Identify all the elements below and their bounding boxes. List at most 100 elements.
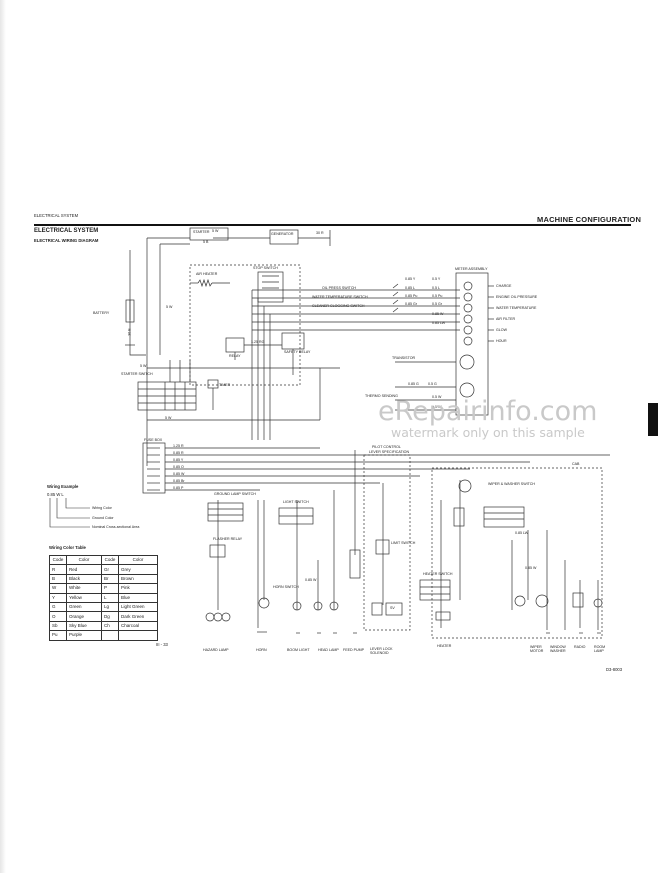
meter-label-charge: CHARGE xyxy=(496,284,512,288)
color-table-title: Wiring Color Table xyxy=(49,545,86,550)
meter-label-air: AIR FILTER xyxy=(496,317,516,321)
hazard-lamp-label: HAZARD LAMP xyxy=(203,648,229,652)
wire-label: 0.85 O xyxy=(173,465,184,469)
wire-label: 0.85 G xyxy=(408,382,419,386)
wiring-example-title: Wiring Example xyxy=(47,484,79,489)
table-cell: Red xyxy=(66,564,102,575)
table-cell: Purple xyxy=(66,630,102,641)
table-header-cell: Color xyxy=(118,554,158,566)
light-switch-label: LIGHT SWITCH xyxy=(283,500,309,504)
table-cell xyxy=(118,630,158,641)
feed-pump-label: FEED PUMP xyxy=(343,648,364,652)
air-heater-label: AIR HEATER xyxy=(196,272,218,276)
heater-switch-label: HEATER SWITCH xyxy=(423,572,453,576)
table-cell: Yellow xyxy=(66,592,102,603)
table-cell: Orange xyxy=(66,611,102,622)
page-shadow xyxy=(0,0,6,873)
wiper-washer-switch-label: WIPER & WASHER SWITCH xyxy=(488,482,535,486)
head-lamp-label: HEAD LAMP xyxy=(318,648,339,652)
window-washer-label: WINDOW WASHER xyxy=(550,645,566,653)
wire-label: 0.85 LW xyxy=(432,321,446,325)
table-cell: Ch xyxy=(101,620,119,632)
section-title: MACHINE CONFIGURATION xyxy=(537,215,642,224)
wire-label: 0.5 Pu xyxy=(432,294,443,298)
wire-label: 30 R xyxy=(316,231,324,235)
meter-label-glow: GLOW xyxy=(496,328,507,332)
wire-label: 0.85 W xyxy=(173,472,185,476)
meter-label-oil: ENGINE OIL PRESSURE xyxy=(496,295,538,299)
wire-label: 5 B xyxy=(203,240,209,244)
wire-label: 0.85 LW xyxy=(515,531,529,535)
ground-color-legend: Ground Color xyxy=(92,516,114,520)
safety-relay-label: SAFETY RELAY xyxy=(284,350,311,354)
table-row: O Orange Dg Dark Green xyxy=(49,611,158,622)
room-lamp-label: ROOM LAMP xyxy=(594,645,606,653)
table-cell xyxy=(101,630,119,641)
meter-label-hour: HOUR xyxy=(496,339,507,343)
page-number: III - 33 xyxy=(156,642,168,647)
wire-label: 0.85 Y xyxy=(173,458,184,462)
stop-switch-label: STOP SWITCH xyxy=(253,266,278,270)
meter-assembly-label: METER ASSEMBLY xyxy=(455,267,488,271)
table-cell: Sky Blue xyxy=(66,620,102,632)
table-row: W White P Pink xyxy=(49,583,158,594)
starter-label: STARTER xyxy=(193,230,210,234)
wire-label: 0.5 L xyxy=(432,286,440,290)
wire-label: 0.5 G xyxy=(428,382,437,386)
top-left-heading: ELECTRICAL SYSTEM xyxy=(34,213,79,218)
battery-label: BATTERY xyxy=(93,311,110,315)
wire-label: 0.85 Pu xyxy=(405,294,418,298)
transistor-label: TRANSISTOR xyxy=(392,356,416,360)
lever-spec-label: LEVER SPECIFICATION xyxy=(369,450,410,454)
wiring-color-legend: Wiring Color xyxy=(92,506,112,510)
pilot-control-label: PILOT CONTROL xyxy=(372,445,401,449)
watermark-site: eRepairinfo.com xyxy=(378,396,598,427)
oil-press-switch-label: OIL PRESS SWITCH xyxy=(322,286,357,290)
table-cell: Blue xyxy=(118,592,158,603)
meter-label-water: WATER TEMPERATURE xyxy=(496,306,537,310)
horn-switch-label: HORN SWITCH xyxy=(273,585,299,589)
radio-label: RADIO xyxy=(574,645,586,649)
wire-label: 5 W xyxy=(140,364,147,368)
document-code: D3-8003 xyxy=(606,667,623,672)
diagram-title: ELECTRICAL WIRING DIAGRAM xyxy=(34,238,99,243)
table-cell: R xyxy=(49,564,67,575)
wire-label: 1.25 R xyxy=(173,444,184,448)
wire-label: 30 B xyxy=(127,328,132,336)
table-row: Sb Sky Blue Ch Charcoal xyxy=(49,620,158,632)
table-cell: Green xyxy=(66,601,102,613)
table-row: Pu Purple xyxy=(49,630,158,641)
limit-switch-label: LIMIT SWITCH xyxy=(391,541,416,545)
table-cell: White xyxy=(66,583,102,594)
heater-label: HEATER xyxy=(437,644,452,648)
cab-label: CAB xyxy=(572,462,580,466)
table-cell: Gr xyxy=(101,564,119,575)
table-cell: Br xyxy=(101,573,119,585)
table-cell: O xyxy=(49,611,67,622)
wire-label: 0.85 Br xyxy=(173,479,185,483)
table-cell: G xyxy=(49,601,67,613)
nominal-area-legend: Nominal Cross-sectional Area xyxy=(92,525,140,529)
table-cell: L xyxy=(101,592,119,603)
table-cell: Black xyxy=(66,573,102,585)
table-cell: Y xyxy=(49,592,67,603)
boom-light-label: BOOM LIGHT xyxy=(287,648,310,652)
cleaner-clogging-switch-label: CLEANER CLOGGING SWITCH xyxy=(312,304,365,308)
table-row: G Green Lg Light Green xyxy=(49,601,158,613)
timer-label: TIMER xyxy=(219,383,231,387)
table-cell: Dg xyxy=(101,611,119,622)
thermo-sending-label: THERMO SENDING xyxy=(365,394,398,398)
table-row: B Black Br Brown xyxy=(49,573,158,585)
wire-label: 0.5 W xyxy=(432,395,442,399)
table-cell: Sb xyxy=(49,620,67,632)
wire-label: 0.5 Gr xyxy=(432,302,442,306)
water-temp-switch-label: WATER TEMPERATURE SWITCH xyxy=(312,295,368,299)
table-cell: Brown xyxy=(118,573,158,585)
table-cell: P xyxy=(101,583,119,594)
wire-label: 0.5 Y xyxy=(432,277,441,281)
table-cell: Light Green xyxy=(118,601,158,613)
wire-label: 0.85 Y xyxy=(405,277,416,281)
wiring-example-code: 0.85 W L xyxy=(47,492,64,497)
lever-lock-solenoid-label: LEVER LOCK SOLENOID xyxy=(370,647,393,655)
